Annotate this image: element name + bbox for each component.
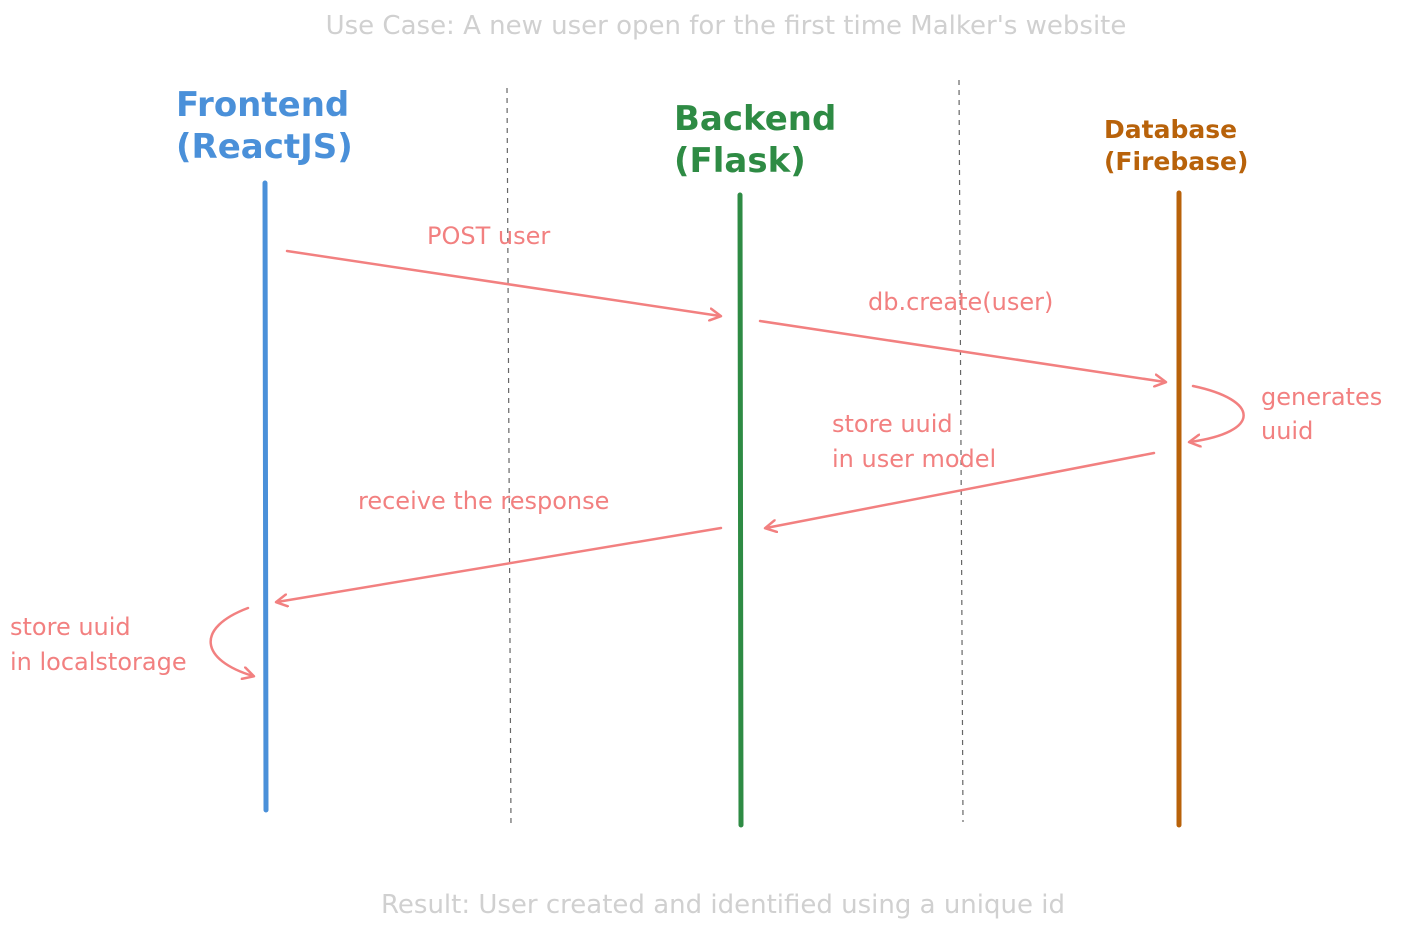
lane-title-frontend: Frontend: [176, 85, 349, 125]
label-store-local-line1: store uuid: [10, 613, 131, 641]
lane-title-backend: Backend: [674, 99, 836, 139]
arrow-post-user: [285, 249, 720, 316]
use-case-caption: Use Case: A new user open for the first …: [326, 11, 1127, 41]
label-store-model-line1: store uuid: [832, 410, 953, 438]
label-receive-response: receive the response: [358, 487, 609, 515]
arrow-receive-response: [277, 526, 723, 602]
arrow-generates-uuid: [1190, 384, 1245, 442]
arrow-store-uuid-model: [766, 451, 1156, 528]
lane-subtitle-backend: (Flask): [674, 141, 806, 181]
label-generates-line2: uuid: [1261, 417, 1313, 445]
arrow-db-create: [758, 319, 1165, 382]
lane-subtitle-database: (Firebase): [1104, 147, 1248, 176]
label-store-model-line2: in user model: [832, 445, 996, 473]
label-generates-line1: generates: [1261, 383, 1382, 411]
lifeline-backend: [737, 192, 744, 828]
label-db-create: db.create(user): [868, 288, 1053, 316]
lane-separator-2: [958, 79, 964, 823]
lane-separator-1: [506, 87, 512, 829]
label-store-local-line2: in localstorage: [10, 648, 187, 676]
result-caption: Result: User created and identified usin…: [381, 890, 1065, 920]
label-post-user: POST user: [427, 222, 550, 250]
arrow-store-localstorage: [209, 606, 253, 676]
lifeline-frontend: [262, 180, 269, 813]
lane-subtitle-frontend: (ReactJS): [176, 127, 353, 167]
lane-title-database: Database: [1104, 115, 1237, 144]
